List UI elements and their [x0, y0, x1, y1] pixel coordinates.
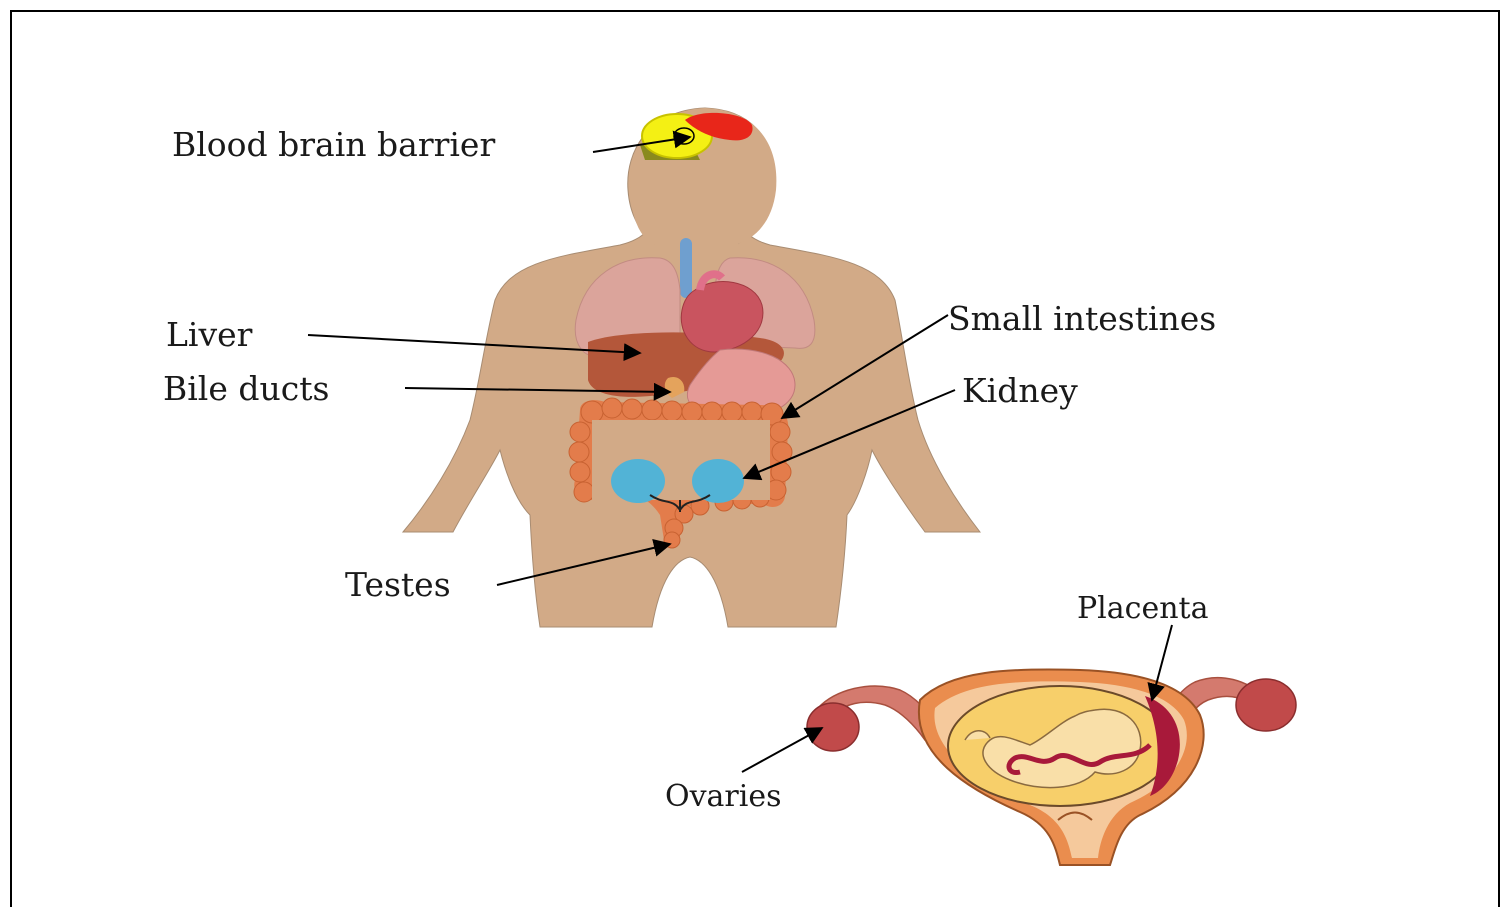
label-blood-brain-barrier: Blood brain barrier	[172, 128, 495, 161]
label-small-intestines: Small intestines	[948, 302, 1216, 335]
ovary-right	[1236, 679, 1296, 731]
label-liver: Liver	[166, 318, 252, 351]
label-kidney: Kidney	[962, 374, 1078, 407]
label-bile-ducts: Bile ducts	[163, 372, 329, 405]
uterus-illustration	[807, 669, 1296, 865]
kidney-right	[692, 459, 744, 503]
label-testes: Testes	[345, 568, 451, 601]
ovary-left	[807, 703, 859, 751]
label-ovaries: Ovaries	[665, 782, 782, 812]
label-placenta: Placenta	[1077, 594, 1208, 624]
arrow-ovaries	[742, 728, 822, 772]
trachea	[680, 238, 692, 298]
kidney-left	[611, 459, 665, 503]
